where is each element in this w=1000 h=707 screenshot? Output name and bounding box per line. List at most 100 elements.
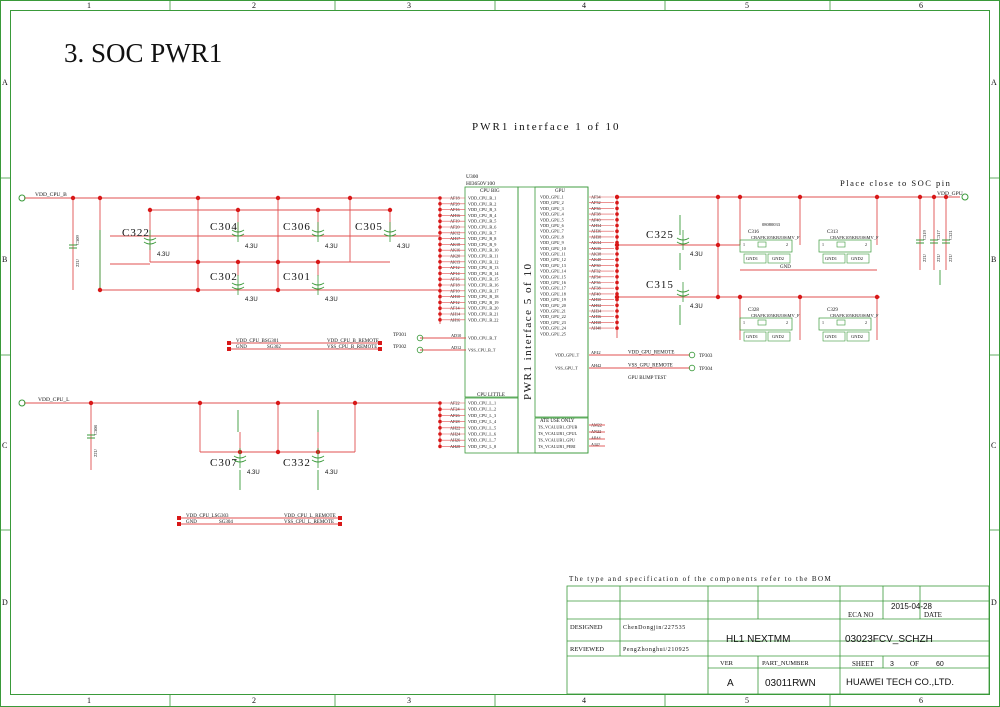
cap-ref: C307 (210, 457, 238, 469)
row-label-left: B (2, 255, 7, 264)
sensor-ref: C328 (748, 308, 759, 313)
chip-part: HI3650V100 (466, 181, 495, 187)
remote-b-r1: VDD_CPU_B_REMOTE (327, 339, 379, 344)
gnd-wires (99, 215, 941, 490)
small-cap-ref: C321 (948, 230, 953, 240)
pin-net: VDD_GPU_23 (540, 320, 566, 325)
pin-number: AP44 (591, 436, 601, 441)
chip-interface-label: PWR1 interface 5 of 10 (522, 263, 534, 400)
pin-net: VDD_CPU_B_22 (468, 317, 498, 322)
tb-reviewed-label: REVIEWED (570, 646, 604, 653)
sensor-gnd1: GND1 (746, 334, 758, 339)
pin-number: AF42 (591, 350, 601, 355)
row-label-left: C (2, 441, 7, 450)
tb-sheet: 3 (890, 661, 894, 668)
small-cap-ref: C309 (75, 234, 80, 245)
tp-ref: TP302 (393, 345, 407, 350)
sensor-pin: 1 (822, 320, 824, 325)
tp-ref: TP301 (393, 333, 407, 338)
col-label-top: 4 (582, 1, 586, 10)
pin-net: VDD_CPU_B_14 (468, 271, 499, 276)
net-vdd-cpu-b: VDD_CPU_B (35, 192, 67, 198)
pin-net: VDD_CPU_B_4 (468, 213, 497, 218)
pin-net: VDD_GPU_18 (540, 291, 566, 296)
tb-date-label: DATE (924, 611, 942, 619)
tb-total: 60 (936, 661, 944, 668)
bom-note: The type and specification of the compon… (569, 575, 832, 583)
pin-net: VDD_CPU_B_10 (468, 248, 498, 253)
pin-number: AD12 (451, 345, 461, 350)
sensor-pin: 1 (743, 242, 745, 247)
tb-designed-by: ChenDongjin/227535 (623, 625, 686, 631)
pin-net: VDD_CPU_L_4 (468, 419, 497, 424)
tb-drawing-no: 03023FCV_SCHZH (845, 634, 933, 645)
pin-number: AJ42 (591, 442, 600, 447)
sensor-gnd1: GND1 (825, 334, 837, 339)
sensor-ref: C313 (827, 230, 838, 235)
pin-net: VDD_GPU_2 (540, 200, 564, 205)
pin-net: VDD_CPU_L_2 (468, 407, 496, 412)
pin-net: VDD_GPU_10 (540, 246, 566, 251)
cap-ref: C302 (210, 271, 238, 283)
test-points: TP301TP302TP303VDD_GPU_REMOTETP304VSS_GP… (393, 333, 713, 372)
pin-net: TS_VCALUB1_GPU (538, 438, 575, 443)
interface-subtitle: PWR1 interface 1 of 10 (472, 121, 620, 133)
chip-ref: U300 (466, 174, 478, 180)
sensor-gnd2: GND2 (851, 334, 863, 339)
cap-value: 4.3U (325, 244, 338, 250)
col-label-top: 2 (252, 1, 256, 10)
col-label-top: 1 (87, 1, 91, 10)
pin-net: VDD_CPU_L_6 (468, 432, 496, 437)
sensor-pin: 2 (786, 242, 788, 247)
cap-ref: C304 (210, 221, 238, 233)
remote-l-l2: GND (186, 520, 197, 525)
cap-value: 4.3U (157, 252, 170, 258)
col-label-top: 3 (407, 1, 411, 10)
inner-frame (10, 10, 990, 695)
pin-net: VDD_CPU_B_6 (468, 225, 496, 230)
cap-ref: C305 (355, 221, 383, 233)
pin-net: VSS_CPU_B_T (468, 348, 496, 353)
pin-net: VDD_GPU_9 (540, 240, 564, 245)
tb-ver: A (727, 678, 734, 689)
pin-net: VDD_GPU_1 (540, 195, 564, 200)
cap-value: 4.3U (325, 470, 338, 476)
remote-l-r1: VDD_CPU_L_REMOTE (284, 514, 336, 519)
tp-net: VSS_GPU_REMOTE (628, 364, 673, 369)
remote-b-sg: SG302 (267, 345, 281, 350)
pin-net: TS_VCALUB1_CPUB (538, 425, 578, 430)
pin-net: VDD_CPU_B_T (468, 336, 497, 341)
pin-net: VDD_CPU_B_1 (468, 196, 496, 201)
pin-net: VDD_GPU_6 (540, 223, 564, 228)
col-label-bottom: 4 (582, 696, 586, 705)
pin-net: VDD_GPU_16 (540, 280, 566, 285)
sensor-gnd2: GND2 (851, 256, 863, 261)
tb-date: 2015-04-28 (891, 602, 932, 611)
sensor-gnd1: GND1 (746, 256, 758, 261)
sensor-pin: 2 (865, 320, 867, 325)
col-label-top: 5 (745, 1, 749, 10)
page-title: 3. SOC PWR1 (64, 38, 222, 68)
pin-net: VDD_CPU_B_11 (468, 254, 498, 259)
sensor-gnd2: GND2 (772, 334, 784, 339)
pin-net: VDD_CPU_L_7 (468, 438, 496, 443)
pin-net: VSS_GPU_T (555, 366, 578, 371)
tb-part-label: PART_NUMBER (762, 660, 809, 667)
pin-net: VDD_CPU_B_21 (468, 312, 498, 317)
pin-net: VDD_CPU_L_3 (468, 413, 496, 418)
pin-net: VDD_CPU_B_13 (468, 265, 498, 270)
sensor-pin: 1 (822, 242, 824, 247)
col-label-bottom: 6 (919, 696, 923, 705)
col-label-bottom: 2 (252, 696, 256, 705)
pin-net: VDD_GPU_20 (540, 303, 566, 308)
